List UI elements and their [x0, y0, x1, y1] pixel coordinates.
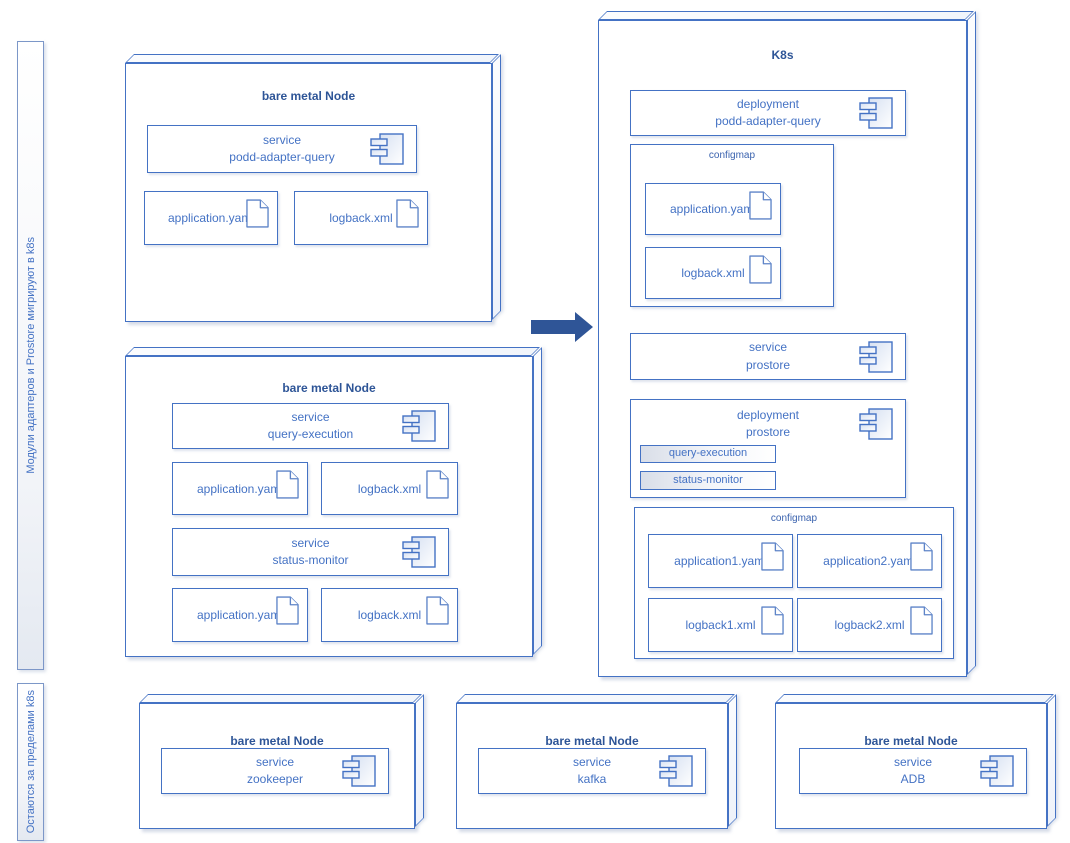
file-logback-xml: logback.xml	[321, 588, 458, 642]
document-icon	[910, 606, 933, 635]
service-zookeeper: service zookeeper	[161, 748, 389, 794]
service-name-label: podd-adapter-query	[229, 150, 335, 164]
configmap-2: configmap application1.yaml application2…	[634, 507, 954, 659]
document-icon	[246, 199, 269, 228]
deployment-name-label: podd-adapter-query	[715, 114, 821, 128]
node-title: bare metal Node	[864, 734, 958, 748]
file-logback-xml: logback.xml	[294, 191, 428, 245]
document-icon	[749, 255, 772, 284]
service-name-label: ADB	[900, 772, 926, 786]
service-kind-label: service	[893, 754, 932, 769]
file-logback1-xml: logback1.xml	[648, 598, 793, 652]
deployment-name-label: prostore	[745, 425, 791, 440]
service-name-label: status-monitor	[272, 553, 349, 567]
service-kafka: service kafka	[478, 748, 706, 794]
group-strip-outside-label: Остаются за пределами k8s	[24, 690, 37, 834]
file-label: application2.yaml	[823, 554, 916, 568]
service-kind-label: service	[291, 535, 330, 550]
deployment-kind-label: deployment	[736, 96, 800, 111]
service-kind-label: service	[572, 754, 611, 769]
document-icon	[276, 596, 299, 625]
service-adb: service ADB	[799, 748, 1027, 794]
file-label: application.yaml	[196, 608, 284, 622]
node-title: bare metal Node	[282, 381, 376, 395]
service-name-label: prostore	[745, 357, 791, 372]
file-label: logback.xml	[357, 481, 422, 496]
file-logback-xml: logback.xml	[321, 462, 458, 515]
service-podd-adapter-query: service podd-adapter-query	[147, 125, 417, 173]
configmap-label: configmap	[770, 513, 818, 524]
deployment-podd-adapter-query: deployment podd-adapter-query	[630, 90, 906, 136]
node-title: bare metal Node	[230, 734, 324, 748]
node-bare-metal-1: bare metal Node service podd-adapter-que…	[125, 63, 492, 322]
file-label: application1.yaml	[674, 554, 767, 568]
service-kind-label: service	[262, 132, 301, 147]
document-icon	[426, 596, 449, 625]
configmap-label: configmap	[708, 150, 756, 161]
file-label: application.yaml	[196, 481, 284, 496]
file-label: logback.xml	[681, 266, 745, 280]
file-application-yaml: application.yaml	[172, 462, 308, 515]
component-icon	[342, 755, 376, 787]
migration-arrow-icon	[531, 312, 593, 342]
component-icon	[402, 536, 436, 568]
deployment-prostore: deployment prostore query-execution stat…	[630, 399, 906, 498]
node-bare-metal-zookeeper: bare metal Node service zookeeper	[139, 703, 415, 829]
service-kind-label: service	[748, 340, 787, 355]
node-k8s: K8s deployment podd-adapter-query config…	[598, 20, 967, 677]
node-title: K8s	[771, 48, 794, 62]
group-strip-outside: Остаются за пределами k8s	[17, 683, 44, 841]
module-chip-status-monitor: status-monitor	[640, 471, 776, 490]
document-icon	[761, 542, 784, 571]
document-icon	[396, 199, 419, 228]
file-label: logback.xml	[329, 211, 393, 225]
service-name-label: zookeeper	[246, 772, 304, 786]
configmap-1: configmap application.yaml logback.xml	[630, 144, 834, 307]
component-icon	[859, 341, 893, 373]
module-chip-query-execution: query-execution	[640, 445, 776, 463]
document-icon	[761, 606, 784, 635]
service-kind-label: service	[255, 754, 294, 769]
file-application2-yaml: application2.yaml	[797, 534, 942, 588]
file-application-yaml: application.yaml	[645, 183, 781, 235]
service-name-label: query-execution	[267, 427, 354, 441]
component-icon	[859, 97, 893, 129]
group-strip-migrating-label: Модули адаптеров и Prostore мигрируют в …	[24, 237, 37, 474]
file-label: logback.xml	[357, 608, 422, 622]
node-title: bare metal Node	[261, 89, 356, 103]
file-logback2-xml: logback2.xml	[797, 598, 942, 652]
component-icon	[859, 408, 893, 440]
component-icon	[370, 133, 404, 165]
document-icon	[426, 470, 449, 499]
component-icon	[659, 755, 693, 787]
file-application-yaml: application.yaml	[172, 588, 308, 642]
group-strip-migrating: Модули адаптеров и Prostore мигрируют в …	[17, 41, 44, 670]
file-application1-yaml: application1.yaml	[648, 534, 793, 588]
component-icon	[402, 410, 436, 442]
file-application-yaml: application.yaml	[144, 191, 278, 245]
node-bare-metal-kafka: bare metal Node service kafka	[456, 703, 728, 829]
file-label: logback1.xml	[685, 618, 756, 632]
service-kind-label: service	[291, 409, 330, 424]
file-label: application.yaml	[167, 211, 255, 225]
node-title: bare metal Node	[545, 734, 639, 748]
file-logback-xml: logback.xml	[645, 247, 781, 299]
service-query-execution: service query-execution	[172, 403, 449, 449]
service-name-label: kafka	[577, 772, 607, 786]
node-bare-metal-adb: bare metal Node service ADB	[775, 703, 1047, 829]
service-prostore: service prostore	[630, 333, 906, 380]
document-icon	[910, 542, 933, 571]
document-icon	[276, 470, 299, 499]
node-bare-metal-2: bare metal Node service query-execution …	[125, 356, 533, 657]
file-label: logback2.xml	[834, 618, 905, 632]
deployment-kind-label: deployment	[736, 408, 800, 422]
document-icon	[749, 191, 772, 220]
service-status-monitor: service status-monitor	[172, 528, 449, 576]
component-icon	[980, 755, 1014, 787]
file-label: application.yaml	[669, 202, 757, 216]
